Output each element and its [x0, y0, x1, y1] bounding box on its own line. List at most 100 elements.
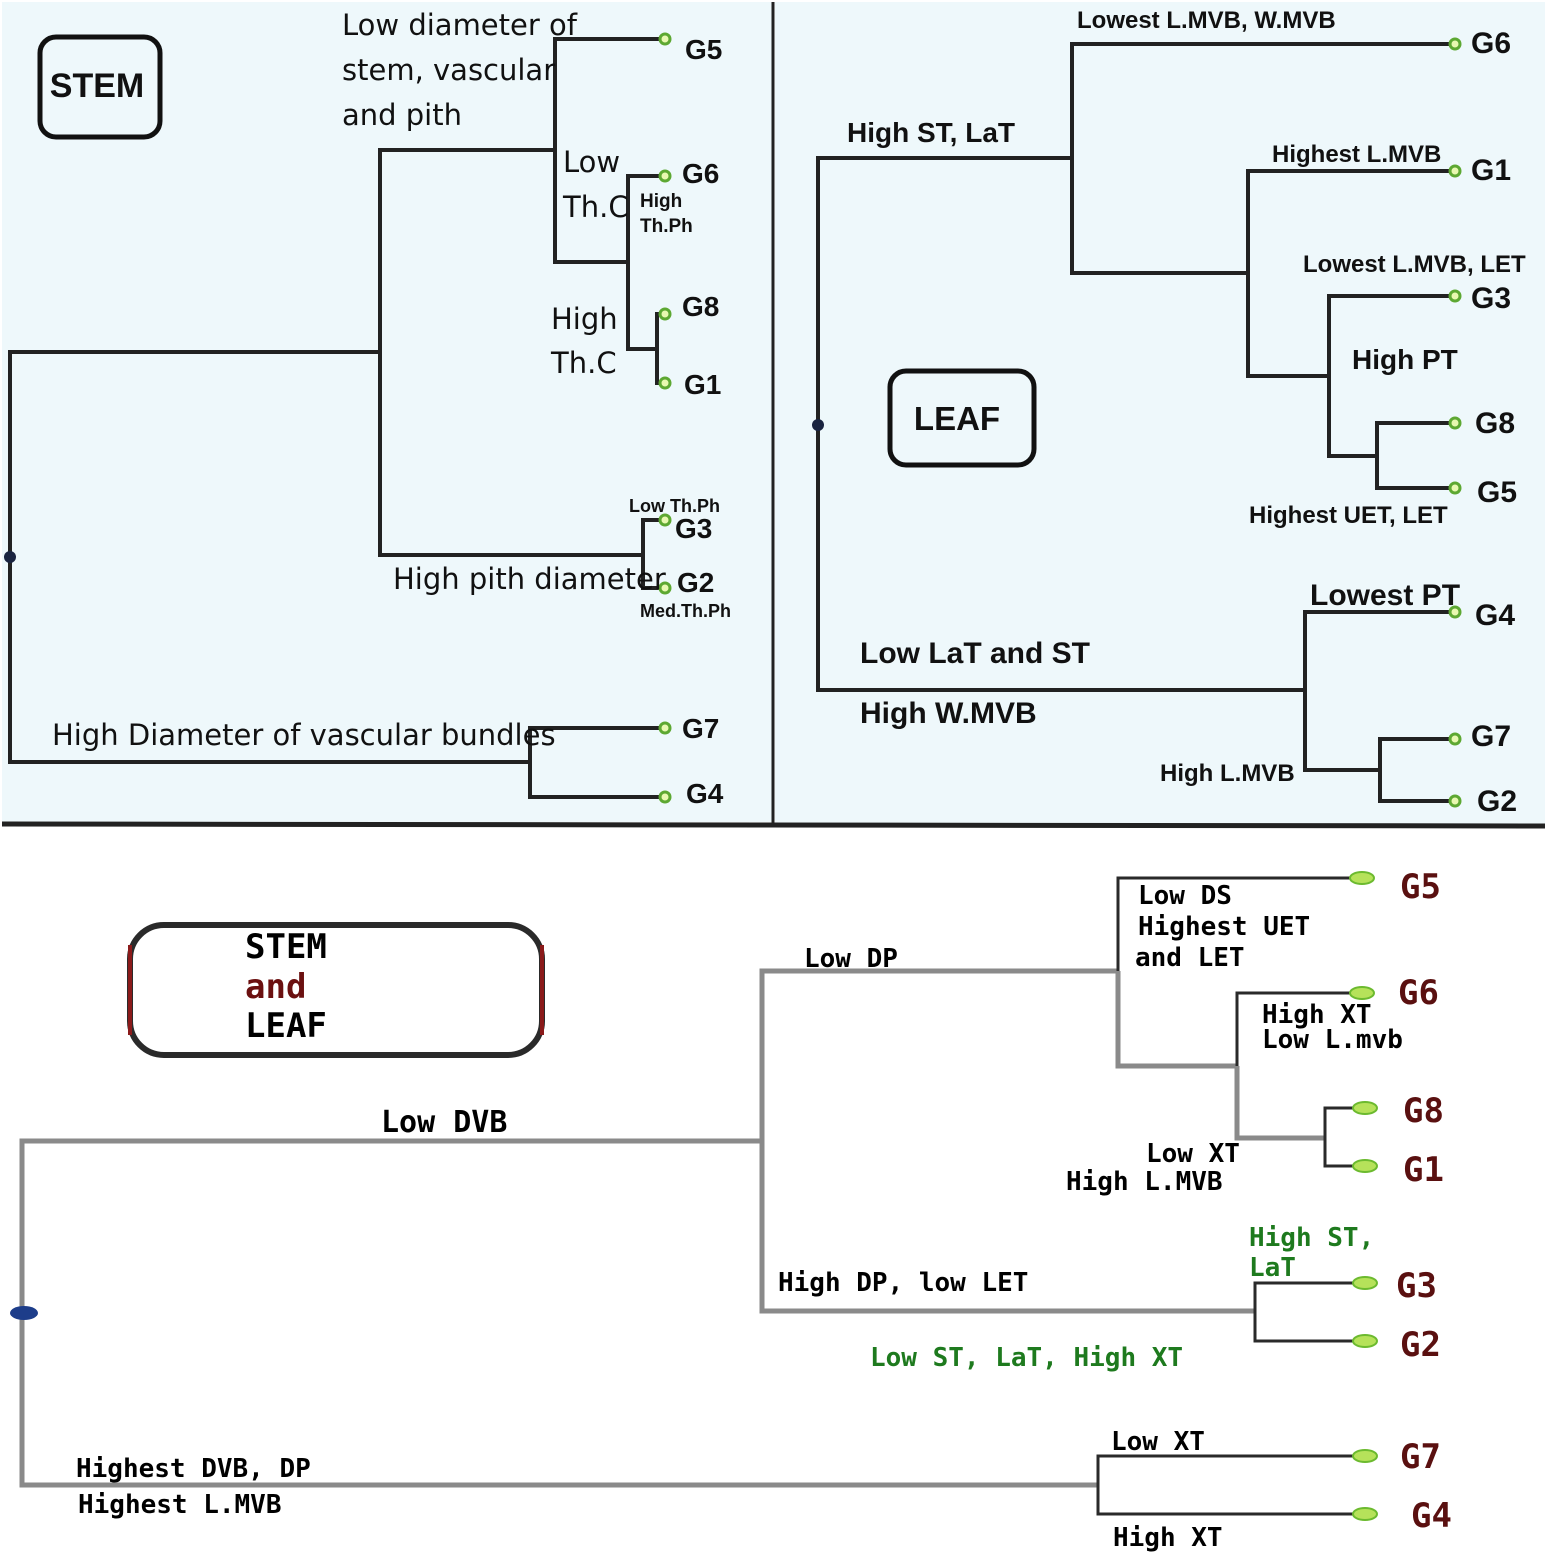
leaf-branch-c [1327, 374, 1379, 458]
stem-leaf-label: G2 [677, 567, 714, 598]
combined-node-label: Highest DVB, DP [76, 1454, 311, 1484]
combined-branch-b [759, 1141, 1255, 1314]
combined-title-box [127, 922, 545, 1058]
stem-title-box [37, 34, 163, 140]
combined-title-line: LEAF [245, 1006, 327, 1046]
leaf-branch-g5 [1375, 454, 1455, 490]
leaf-leaf-node [1448, 794, 1462, 808]
stem-node-label: stem, vascular [342, 53, 555, 87]
stem-node-label: Th.Ph [640, 216, 693, 237]
leaf-branch-g1 [1246, 169, 1455, 275]
leaf-leaf-node [1448, 481, 1462, 495]
leaf-branch-root-bottom [816, 423, 1307, 692]
leaf-branch-g2 [1378, 768, 1455, 803]
stem-node-label: Low diameter of [342, 8, 578, 42]
combined-branch-root-top [19, 1138, 762, 1313]
combined-branch-g6 [1235, 991, 1360, 1066]
stem-leaf-node [658, 169, 672, 183]
stem-node-label: Med.Th.Ph [640, 601, 731, 621]
leaf-node-label: High L.MVB [1160, 760, 1295, 787]
combined-branch-g2 [1253, 1311, 1360, 1343]
stem-node-label: High pith diameter [393, 562, 666, 596]
stem-leaf-node [658, 513, 672, 527]
leaf-leaf-label: G8 [1475, 407, 1515, 440]
combined-node-label: Highest L.MVB [78, 1490, 282, 1520]
combined-node-label: Low XT [1146, 1139, 1240, 1169]
combined-leaf-label: G4 [1411, 1496, 1452, 1536]
stem-branch-root-bottom [8, 555, 532, 764]
leaf-leaf-node [1448, 732, 1462, 746]
stem-node-label: Low Th.Ph [629, 496, 720, 516]
combined-leaf-node [1352, 1449, 1378, 1463]
stem-branch-d [626, 260, 659, 351]
section-divider [1, 821, 1546, 829]
combined-leaf-node [1352, 1334, 1378, 1348]
stem-branch-g3 [641, 518, 665, 557]
leaf-leaf-node [1448, 416, 1462, 430]
combined-leaf-label: G6 [1398, 973, 1439, 1013]
stem-leaf-label: G4 [686, 778, 724, 809]
leaf-title-box [887, 368, 1037, 468]
combined-node-label: Low DP [804, 944, 898, 974]
leaf-leaf-label: G7 [1471, 720, 1511, 753]
stem-branch-g2 [641, 553, 665, 590]
stem-branch-g7 [528, 726, 665, 764]
leaf-branch-g4 [1303, 610, 1455, 692]
stem-node-label: and pith [342, 98, 462, 132]
stem-leaf-label: G5 [685, 34, 722, 65]
leaf-leaf-node [1448, 289, 1462, 303]
leaf-leaf-node [1448, 37, 1462, 51]
leaf-branch-g3 [1327, 294, 1455, 378]
combined-branch-g3 [1253, 1281, 1360, 1311]
combined-leaf-label: G8 [1403, 1091, 1444, 1131]
stem-node-label: Th.C [550, 346, 617, 380]
stem-leaf-node [658, 581, 672, 595]
combined-node-label: High DP, low LET [778, 1268, 1028, 1298]
combined-branch-g7 [1096, 1454, 1360, 1485]
combined-node-label: LaT [1249, 1253, 1296, 1283]
leaf-leaf-label: G2 [1477, 785, 1517, 818]
leaf-branch-b [1246, 271, 1331, 378]
leaf-node-label: Lowest PT [1310, 579, 1460, 612]
stem-branch-root-top [8, 350, 382, 559]
leaf-node-label: High PT [1352, 344, 1458, 375]
leaf-leaf-label: G4 [1475, 599, 1515, 632]
combined-leaf-label: G1 [1403, 1150, 1444, 1190]
combined-leaf-label: G7 [1400, 1437, 1441, 1477]
stem-leaf-label: G3 [675, 513, 712, 544]
stem-root-node [4, 551, 16, 563]
combined-leaf-label: G2 [1400, 1325, 1441, 1365]
combined-dendrogram: STEM and LEAF G5 G6 G8 G1 G3 G2 G7 G4 [10, 867, 1452, 1553]
combined-branch-g8 [1323, 1106, 1360, 1138]
combined-node-label: High XT [1262, 1000, 1372, 1030]
combined-leaf-node [1352, 1101, 1378, 1115]
leaf-node-label: Lowest L.MVB, W.MVB [1077, 7, 1336, 34]
stem-node-label: High [551, 302, 618, 336]
stem-node-label: High [640, 191, 682, 212]
stem-dendrogram: STEM G5 G6 G8 G1 G3 G2 G7 G4 [4, 8, 731, 809]
combined-branch-g4 [1096, 1485, 1360, 1516]
leaf-node-label: Low LaT and ST [860, 637, 1090, 670]
leaf-node-label: High W.MVB [860, 697, 1037, 730]
leaf-branch-g6 [1070, 42, 1455, 160]
stem-title: STEM [50, 67, 144, 105]
stem-leaf-label: G7 [682, 713, 719, 744]
combined-node-label: High XT [1113, 1523, 1223, 1553]
combined-leaf-node [1349, 871, 1375, 885]
combined-node-label: Low DVB [381, 1105, 507, 1140]
combined-branch-root-bottom [19, 1313, 1098, 1488]
combined-branch-d [1234, 1066, 1325, 1141]
combined-node-label: Low ST, LaT, High XT [870, 1343, 1183, 1373]
combined-branch-g1 [1323, 1138, 1360, 1168]
stem-leaf-node [658, 32, 672, 46]
combined-node-label: and LET [1135, 943, 1245, 973]
combined-leaf-label: G5 [1400, 867, 1441, 907]
combined-leaf-node [1352, 1276, 1378, 1290]
stem-node-label: High Diameter of vascular bundles [52, 718, 556, 752]
combined-node-label: Low XT [1111, 1427, 1205, 1457]
stem-branch-b [378, 350, 645, 557]
stem-branch-a [378, 148, 557, 354]
leaf-leaf-label: G6 [1471, 27, 1511, 60]
leaf-title: LEAF [914, 400, 1000, 437]
